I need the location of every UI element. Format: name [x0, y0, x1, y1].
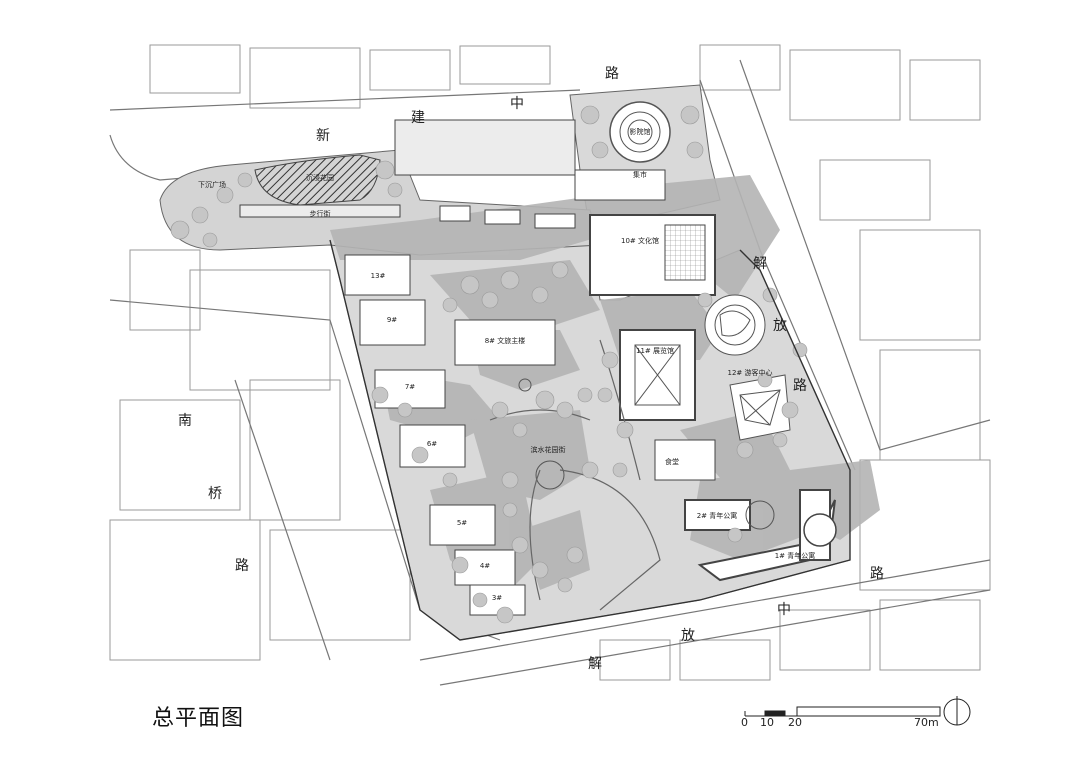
road-east-2: 放: [773, 318, 787, 334]
buildings: [239, 119, 837, 616]
scale-labels: 0 10 20 70m: [738, 696, 978, 736]
road-south-3: 中: [777, 602, 791, 618]
label-b4: 4#: [480, 562, 490, 570]
road-west-2: 桥: [208, 486, 222, 502]
building-labels: 1# 青年公寓 2# 青年公寓 3# 4# 5# 6# 7# 8# 文旅主楼 9…: [198, 127, 815, 602]
label-market: 集市: [633, 170, 647, 179]
scale-bar: [744, 696, 971, 726]
road-north-4: 路: [605, 66, 619, 82]
label-b11: 11# 展览馆: [636, 346, 674, 355]
scale-tick-0: 0: [741, 716, 748, 729]
label-gallery: 步行街: [310, 209, 331, 218]
label-b9: 9#: [387, 316, 397, 324]
road-south-2: 放: [681, 628, 695, 644]
scale-tick-70m: 70m: [914, 716, 939, 729]
label-b5: 5#: [457, 519, 467, 527]
road-south-1: 解: [588, 656, 602, 672]
circular-features: [518, 101, 791, 530]
road-edges: [109, 59, 991, 686]
label-square: 下沉广场: [198, 180, 226, 189]
scale-tick-10: 10: [760, 716, 774, 729]
road-labels: 新 建 中 路 南 桥 路 解 放 中 路 解 放 路: [178, 66, 884, 672]
label-cinema: 影院馆: [630, 127, 651, 136]
label-plaza: 沉浸花园: [306, 173, 334, 182]
road-north-3: 中: [510, 96, 524, 112]
site-boundary: [329, 239, 851, 641]
road-east-1: 解: [753, 256, 767, 272]
label-b1: 1# 青年公寓: [775, 551, 816, 560]
road-south-4: 路: [870, 566, 884, 582]
road-west-3: 路: [235, 558, 249, 574]
road-east-3: 路: [793, 378, 807, 394]
label-canteen: 食堂: [665, 457, 679, 466]
scale-tick-20: 20: [788, 716, 802, 729]
label-central: 滨水花园街: [531, 445, 566, 454]
label-b7: 7#: [405, 383, 415, 391]
label-b10: 10# 文化馆: [621, 236, 659, 245]
road-north-1: 新: [316, 128, 330, 144]
label-b3: 3#: [492, 594, 502, 602]
tree-canopy: [170, 105, 808, 624]
label-b6: 6#: [427, 440, 437, 448]
label-b12: 12# 游客中心: [728, 368, 773, 377]
context-blocks: [109, 44, 991, 681]
road-west-1: 南: [178, 413, 192, 429]
road-north-2: 建: [411, 110, 425, 126]
label-b8: 8# 文旅主楼: [485, 336, 526, 345]
page-title: 总平面图: [152, 706, 245, 731]
label-b13: 13#: [371, 272, 386, 280]
label-b2: 2# 青年公寓: [697, 511, 738, 520]
